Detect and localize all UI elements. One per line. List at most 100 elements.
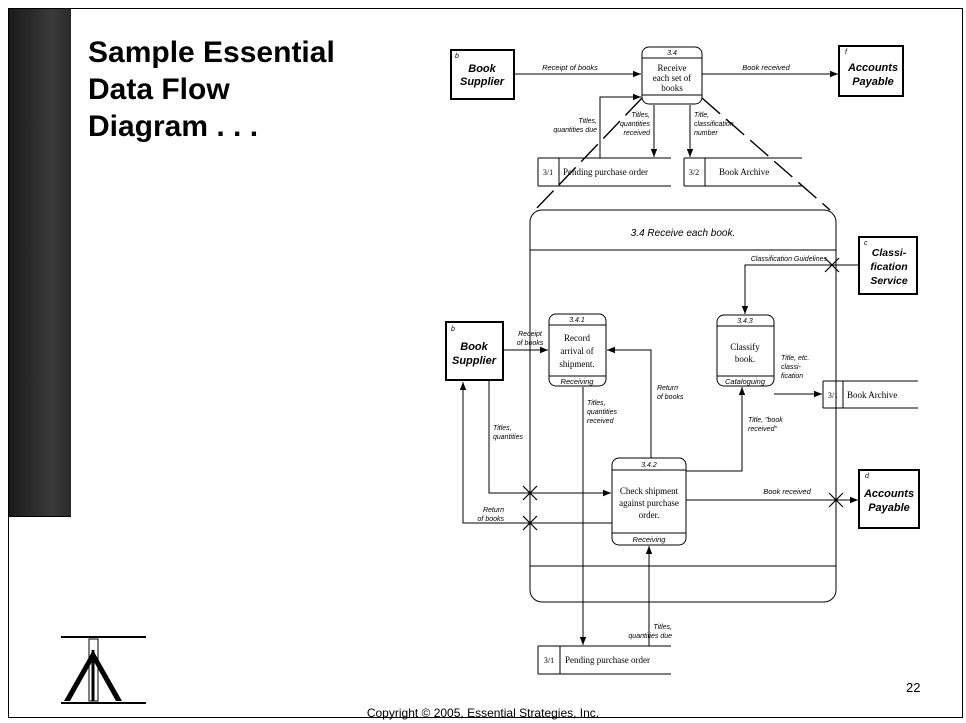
external-id: b (451, 326, 455, 333)
flow-titles-quantities-received-top: Titles, quantities received (620, 105, 658, 157)
accent-divider (9, 516, 71, 517)
process-number: 3.4.1 (569, 317, 585, 324)
store-pending-purchase-order-bottom: 3/1 Pending purchase order (537, 645, 671, 675)
flow-label: Title, "book (748, 417, 783, 424)
flow-title-book-received: Title, "book received" (686, 387, 783, 472)
flow-label: Return (483, 507, 504, 514)
flow-label: Titles, (578, 118, 597, 125)
explosion-lines (534, 97, 831, 211)
flow-label: received" (748, 426, 777, 433)
process-label: Check shipment (620, 486, 679, 496)
store-pending-purchase-order-top: 3/1 Pending purchase order (537, 157, 671, 187)
flow-return-of-books-inner: Return of books (607, 346, 684, 458)
cross-mark (824, 257, 840, 273)
flow-label: received (624, 130, 652, 137)
flow-label: quantities (620, 121, 650, 128)
external-accounts-payable-bottom: d Accounts Payable (858, 469, 920, 529)
store-book-archive-mid: 3/1 Book Archive (822, 380, 918, 409)
flow-label: Titles, (493, 425, 512, 432)
flow-titles-quantities: Titles, quantities (488, 381, 611, 497)
title-line-1: Sample Essential (88, 36, 335, 69)
tripod-logo-icon (61, 636, 146, 704)
flow-titles-quantities-due-top: Titles, quantities due (553, 93, 641, 158)
flow-label: quantities due (628, 633, 672, 640)
cross-mark (828, 492, 844, 508)
expanded-process-3-4: 3.4 Receive each book. (529, 209, 837, 603)
process-label: Receive (658, 63, 687, 73)
store-id: 3/1 (543, 168, 553, 177)
flow-label: of books (657, 394, 684, 401)
flow-label: Titles, (653, 624, 672, 631)
flow-label: quantities (587, 409, 617, 416)
process-label: order. (639, 510, 660, 520)
copyright-footer: Copyright © 2005, Essential Strategies, … (366, 706, 600, 720)
flow-classification-guidelines: Classification Guidelines (741, 256, 859, 314)
flow-label: Book received (742, 63, 790, 72)
flow-label: Title, (694, 112, 709, 119)
external-id: b (455, 53, 459, 60)
flow-title-etc-classification: Title, etc. classi- fication (774, 355, 822, 398)
flow-label: of books (478, 516, 505, 523)
flow-label: Receipt (518, 331, 543, 338)
process-label: books (661, 83, 683, 93)
external-label: Accounts (863, 488, 914, 500)
external-label: fication (870, 261, 907, 273)
flow-label: fication (781, 373, 803, 380)
process-number: 3.4.3 (737, 318, 753, 325)
flow-label: received (587, 418, 615, 425)
process-number: 3.4.2 (641, 462, 657, 469)
flow-label: quantities (493, 434, 523, 441)
external-book-supplier-top: b Book Supplier (450, 49, 515, 100)
process-3-4-2: 3.4.2 Check shipment against purchase or… (611, 457, 687, 546)
external-label: Supplier (460, 76, 505, 88)
store-name: Book Archive (719, 167, 769, 177)
flow-title-classification-number: Title, classification number (686, 105, 734, 157)
slide-frame (8, 8, 963, 718)
boundary-crossing-marks (522, 257, 844, 531)
cross-mark (522, 515, 538, 531)
flow-label: Receipt of books (542, 63, 598, 72)
external-label: Book (460, 341, 488, 353)
external-accounts-payable-top: f Accounts Payable (838, 45, 904, 97)
flow-label: classi- (781, 364, 802, 371)
flow-return-of-books-outer: Return of books (459, 382, 612, 524)
process-role: Cataloguing (725, 377, 766, 386)
external-label: Service (870, 275, 908, 287)
store-id: 3/1 (544, 656, 554, 665)
external-label: Payable (868, 502, 910, 514)
process-role: Receiving (633, 535, 667, 544)
external-classification-service: c Classi- fication Service (858, 236, 918, 295)
external-id: c (864, 240, 868, 247)
left-accent-band (9, 9, 71, 516)
external-label: Book (468, 63, 496, 75)
external-id: d (865, 473, 870, 480)
store-name: Pending purchase order (565, 655, 650, 665)
flow-label: Titles, (587, 400, 606, 407)
flow-label: quantities due (553, 127, 597, 134)
process-label: book. (735, 354, 755, 364)
flow-receipt-of-books-mid: Receipt of books (503, 331, 548, 354)
process-3-4-1: 3.4.1 Record arrival of shipment. Receiv… (548, 313, 607, 387)
flow-label: classification (694, 121, 734, 128)
expanded-title: 3.4 Receive each book. (631, 228, 736, 239)
process-label: arrival of (560, 346, 593, 356)
external-label: Accounts (847, 62, 898, 74)
store-id: 3/1 (828, 391, 838, 400)
flow-titles-quantities-received-mid: Titles, quantities received (579, 387, 617, 645)
external-book-supplier-mid: b Book Supplier (445, 321, 504, 381)
flow-titles-quantities-due-bottom: Titles, quantities due (628, 546, 672, 646)
store-book-archive-top: 3/2 Book Archive (683, 157, 802, 187)
flow-label: number (694, 130, 718, 137)
flow-label: Titles, (631, 112, 650, 119)
external-id: f (845, 49, 848, 56)
store-name: Pending purchase order (563, 167, 648, 177)
external-label: Supplier (452, 355, 497, 367)
title-line-3: Diagram . . . (88, 110, 259, 143)
flow-label: Classification Guidelines (751, 256, 828, 263)
process-label: Record (564, 333, 590, 343)
cross-mark (522, 485, 538, 501)
store-id: 3/2 (689, 168, 699, 177)
process-label: shipment. (559, 359, 594, 369)
